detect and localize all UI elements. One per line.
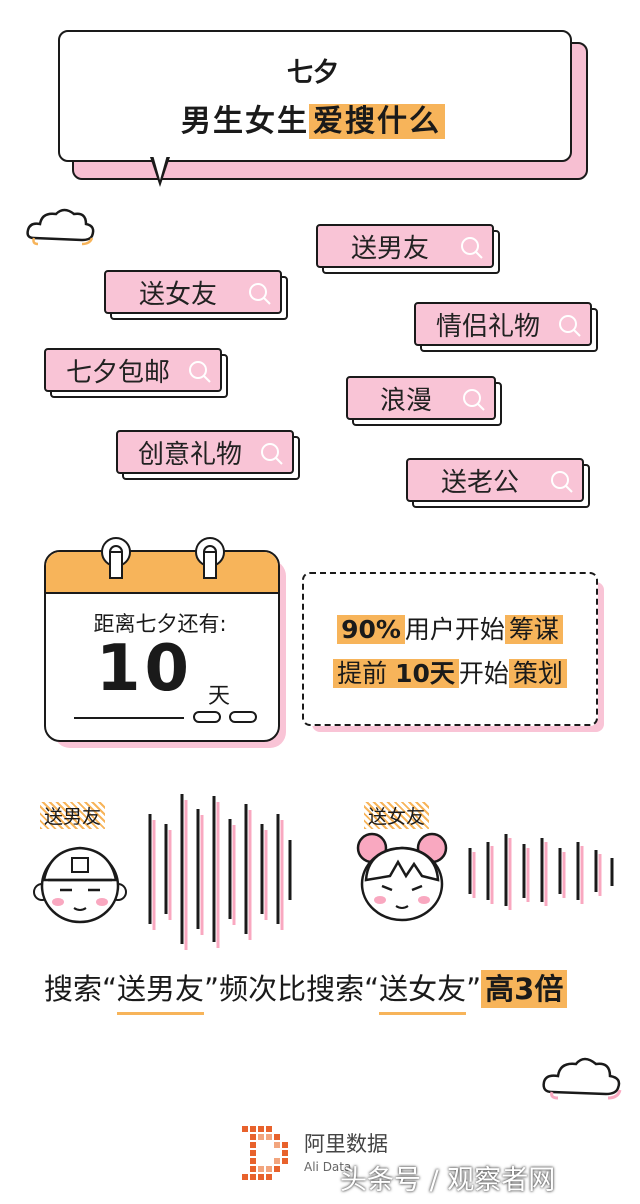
search-tag-song-nvyou[interactable]: 送女友 [104,270,288,320]
title-line-2: 男生女生爱搜什么 [58,96,568,140]
bubble-tail-inner [153,155,167,180]
search-icon [461,237,483,259]
logo-name: 阿里数据 [304,1132,388,1156]
countdown-unit: 天 [208,684,231,709]
search-tag-chuangyi-liwu[interactable]: 创意礼物 [116,430,300,480]
search-tag-qixi-baoyou[interactable]: 七夕包邮 [44,348,228,398]
countdown-label: 距离七夕还有: [93,612,227,636]
boy-sound-wave-icon [148,794,292,950]
cloud-icon [542,1057,622,1100]
countdown-number: 10 [96,632,194,706]
search-icon [249,283,271,305]
search-tag-langman[interactable]: 浪漫 [346,376,502,426]
search-tag-song-nanyou[interactable]: 送男友 [316,224,500,274]
search-tag-qinglv-liwu[interactable]: 情侣礼物 [414,302,598,352]
calendar-card [44,550,280,742]
search-icon [551,471,573,493]
search-icon [559,315,581,337]
search-icon [189,361,211,383]
watermark: 头条号 / 观察者网 [340,1165,556,1196]
comparison-sentence: 搜索“送男友”频次比搜索“送女友”高3倍 [44,966,568,1015]
logo-sub: Ali Data [304,1160,352,1174]
title-highlight: 爱搜什么 [309,104,445,139]
cloud-icon [26,208,95,246]
comparison-highlight: 高3倍 [481,970,568,1008]
girl-label: 送女友 [364,802,430,829]
girl-sound-wave-icon [468,834,614,910]
stat-line-1: 90%用户开始筹谋 [302,610,598,646]
stats-box [302,572,598,726]
title-bubble [58,30,572,162]
calendar-decor [74,537,257,723]
search-tag-song-laogong[interactable]: 送老公 [406,458,590,508]
boy-avatar-icon [33,846,127,924]
girl-avatar-icon [356,832,448,922]
ali-data-logo-icon [242,1126,288,1180]
search-icon [463,389,485,411]
search-icon [261,443,283,465]
boy-label: 送男友 [40,802,106,829]
title-line-1: 七夕 [286,58,339,88]
